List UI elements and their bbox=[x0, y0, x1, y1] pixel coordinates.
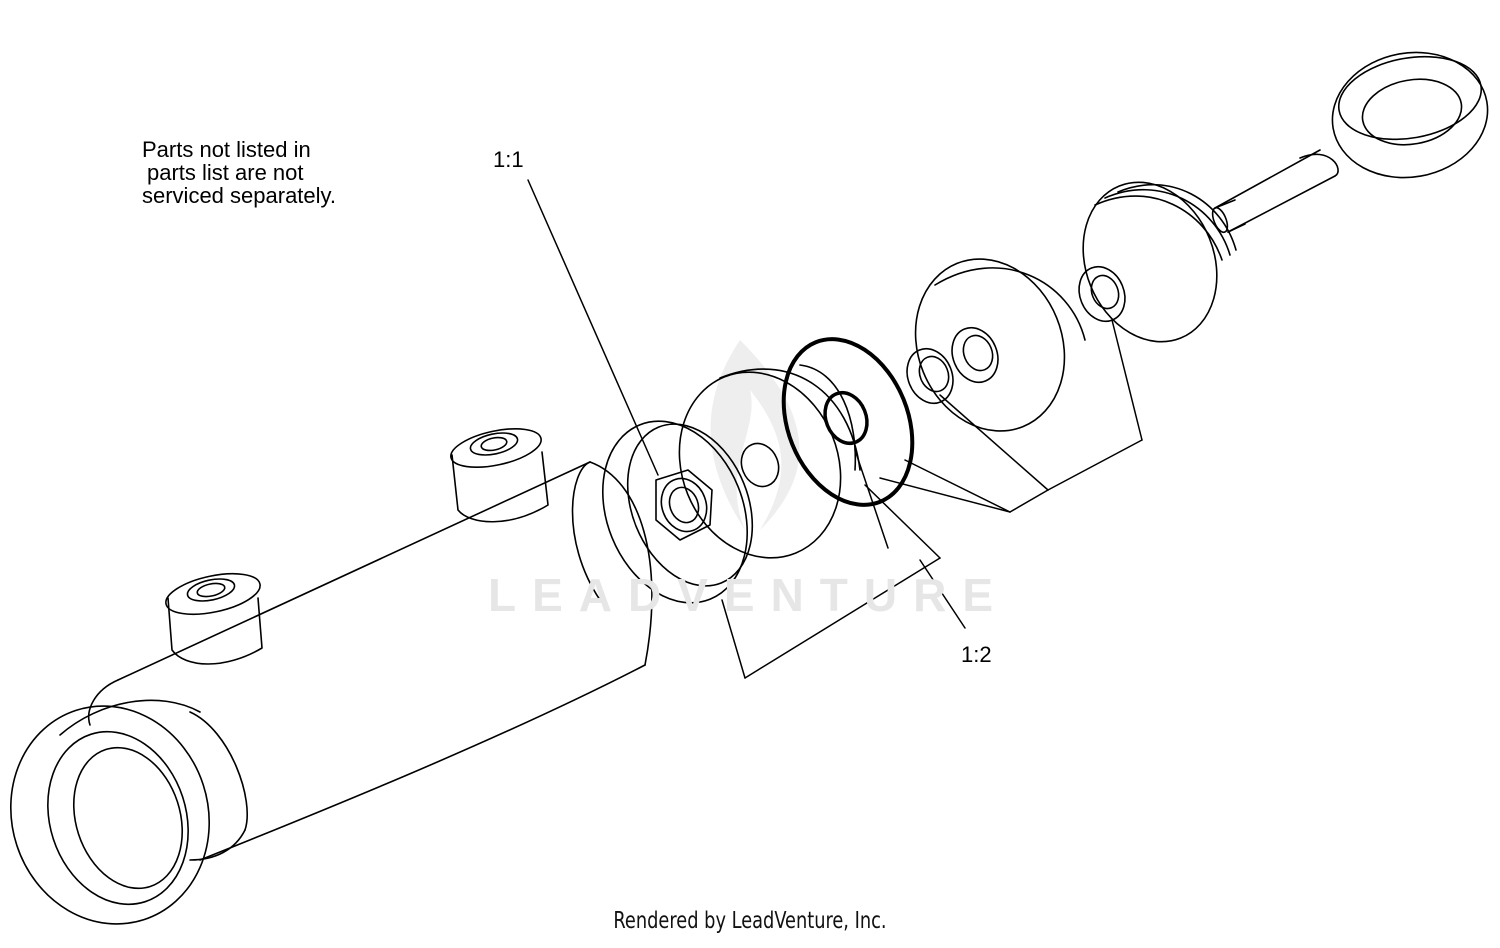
leadventure-watermark: LEADVENTURE bbox=[488, 569, 1010, 621]
flame-logo-watermark bbox=[710, 340, 800, 530]
wiper-bushing bbox=[1078, 265, 1126, 323]
parts-note: Parts not listed in parts list are not s… bbox=[142, 138, 402, 207]
gland-ring bbox=[601, 420, 754, 604]
end-cap bbox=[1082, 181, 1237, 343]
footer-credit: Rendered by LeadVenture, Inc. bbox=[613, 908, 887, 934]
port-boss-rear bbox=[450, 428, 549, 523]
port-boss-front bbox=[165, 572, 263, 665]
piston-seal-outer bbox=[781, 337, 915, 507]
parts-note-line-2: parts list are not bbox=[147, 160, 304, 185]
piston-seal-inner bbox=[823, 391, 869, 445]
parts-note-line-1: Parts not listed in bbox=[142, 137, 311, 162]
callout-1-1: 1:1 bbox=[493, 147, 524, 172]
callout-1-2: 1:2 bbox=[961, 642, 992, 667]
rod-guide bbox=[914, 258, 1086, 432]
hex-nut bbox=[655, 469, 713, 541]
leader-lines bbox=[527, 179, 1143, 679]
cylinder-barrel bbox=[9, 461, 653, 925]
piston-rod-with-eye bbox=[1211, 51, 1489, 234]
parts-note-line-3: serviced separately. bbox=[142, 183, 337, 208]
